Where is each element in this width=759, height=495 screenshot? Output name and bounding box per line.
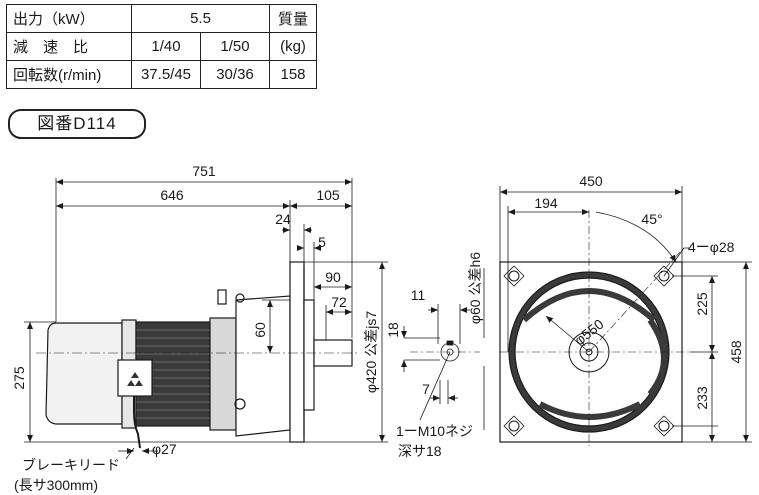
bolt-hole-diamond-br bbox=[653, 415, 675, 437]
bolt-hole-diamond-tr bbox=[653, 265, 675, 287]
front-center-lines bbox=[500, 210, 690, 446]
dim-105: 105 bbox=[316, 187, 340, 203]
speed-label: 回転数(r/min) bbox=[6, 60, 132, 89]
dim-lead-diameter: φ27 bbox=[152, 441, 177, 457]
brake-lead-label: ブレーキリード bbox=[22, 457, 120, 473]
dim-flange-diameter: φ420 公差js7 bbox=[363, 311, 379, 393]
brake-lead bbox=[133, 396, 141, 449]
side-dimensions bbox=[24, 178, 388, 460]
drain-plug bbox=[234, 398, 246, 410]
bolt-hole-diamond-tl bbox=[503, 265, 525, 287]
front-dimensions bbox=[499, 186, 752, 443]
tap-label: 1ーM10ネジ bbox=[396, 423, 473, 439]
dim-holes: 4ーφ28 bbox=[688, 239, 735, 255]
eye-bolt bbox=[217, 289, 227, 305]
dim-5: 5 bbox=[318, 234, 326, 250]
spec-row-speed: 回転数(r/min) 37.5/45 30/36 158 bbox=[6, 60, 317, 89]
keyway bbox=[446, 340, 454, 346]
side-view bbox=[45, 261, 353, 449]
spec-row-output: 出力（kW） 5.5 質量 bbox=[6, 4, 317, 33]
dim-11: 11 bbox=[411, 287, 426, 303]
bolt-hole-diamond-bl bbox=[503, 415, 525, 437]
tap-depth-label: 深サ18 bbox=[398, 443, 442, 459]
speed-1: 37.5/45 bbox=[131, 60, 201, 89]
dim-7: 7 bbox=[422, 381, 430, 397]
speed-2: 30/36 bbox=[200, 60, 270, 89]
gear-case bbox=[235, 295, 291, 437]
bolt-hole-tl bbox=[508, 270, 520, 282]
dim-646: 646 bbox=[160, 187, 184, 203]
dim-233: 233 bbox=[694, 386, 710, 410]
dim-751: 751 bbox=[192, 163, 216, 179]
dim-18: 18 bbox=[385, 322, 401, 338]
adapter bbox=[209, 317, 237, 431]
bolt-hole-br bbox=[658, 420, 670, 432]
dim-275: 275 bbox=[11, 366, 27, 390]
breather-plug bbox=[235, 293, 245, 303]
dim-45-degree: 45° bbox=[641, 211, 662, 227]
bolt-hole-bl bbox=[508, 420, 520, 432]
dim-60-height: 60 bbox=[252, 322, 268, 338]
dim-72: 72 bbox=[331, 294, 347, 310]
output-value: 5.5 bbox=[131, 4, 270, 33]
brand-logo-icon bbox=[127, 372, 143, 386]
flange-rib-right bbox=[647, 318, 667, 396]
mass-value: 158 bbox=[269, 60, 317, 89]
figure-number-label: 図番D114 bbox=[8, 109, 146, 139]
shaft-detail-labels: 11 18 7 φ60 公差h6 1ーM10ネジ 深サ18 bbox=[385, 252, 483, 459]
dim-194: 194 bbox=[534, 195, 558, 211]
dim-458: 458 bbox=[728, 340, 744, 364]
mass-label-2: (kg) bbox=[269, 32, 317, 61]
dim-24: 24 bbox=[275, 211, 291, 227]
spec-table: 出力（kW） 5.5 質量 減 速 比 1/40 1/50 (kg) 回転数(r… bbox=[6, 4, 317, 89]
dim-450: 450 bbox=[579, 173, 603, 189]
dim-90: 90 bbox=[325, 269, 341, 285]
output-label: 出力（kW） bbox=[6, 4, 132, 33]
flange bbox=[289, 261, 305, 443]
dim-shaft-diameter: φ60 公差h6 bbox=[467, 252, 483, 324]
bolt-hole-tr bbox=[658, 270, 670, 282]
flange-rib-bottom bbox=[538, 401, 642, 420]
dim-225: 225 bbox=[694, 292, 710, 316]
side-dimension-labels: 751 646 105 24 5 90 72 60 275 φ420 公差js7… bbox=[11, 163, 379, 493]
spec-row-ratio: 減 速 比 1/40 1/50 (kg) bbox=[6, 32, 317, 61]
brake-lead-length: (長サ300mm) bbox=[14, 477, 98, 493]
shaft-detail bbox=[401, 268, 485, 430]
pilot bbox=[303, 299, 315, 411]
motor-fan-cover bbox=[45, 322, 123, 425]
ratio-label: 減 速 比 bbox=[6, 32, 132, 61]
